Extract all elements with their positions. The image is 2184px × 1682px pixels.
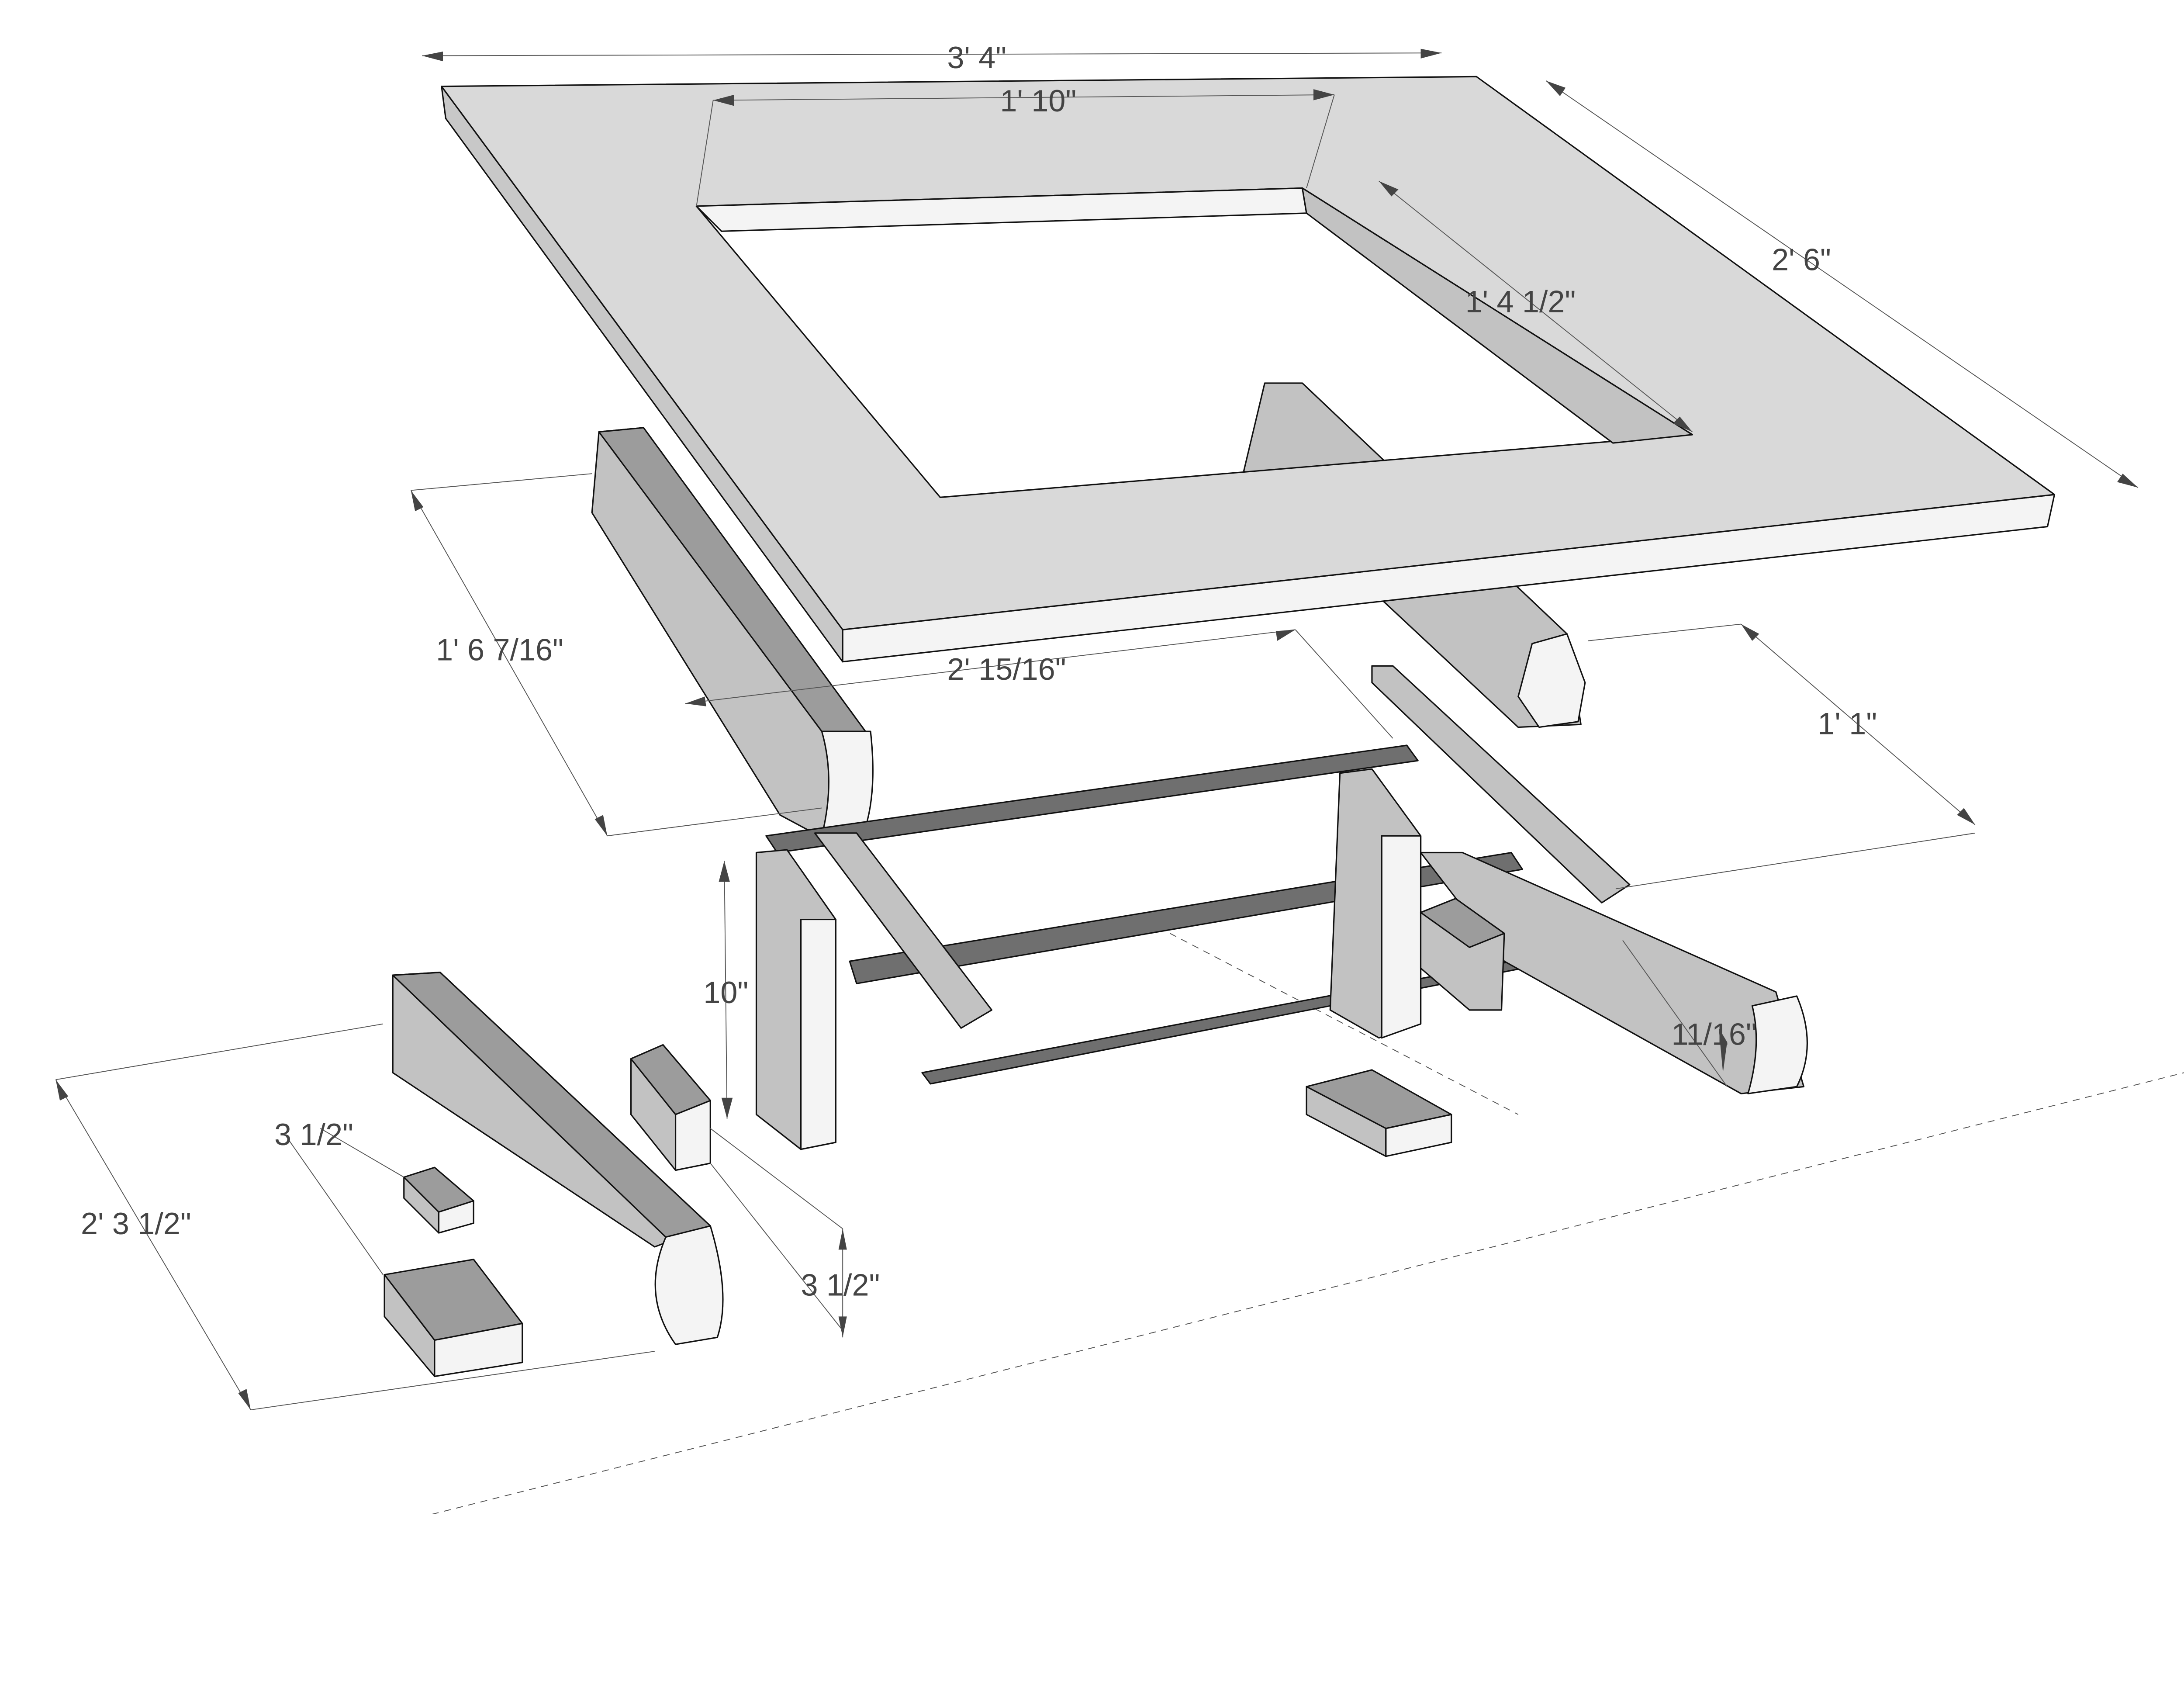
dim-rail-spacing: 1' 1"	[1818, 706, 1877, 741]
foot-block-left	[384, 1259, 523, 1377]
dim-top-depth: 2' 6"	[1772, 242, 1831, 277]
block-upright	[630, 1044, 711, 1171]
sketchup-exploded-diagram: 3' 4" 1' 10" 2' 6" 1' 4 1/2" 1' 6 7/16" …	[55, 40, 2184, 1515]
dim-base-length: 2' 3 1/2"	[81, 1206, 191, 1241]
right-cleat	[1371, 665, 1631, 903]
diagram-canvas: 3' 4" 1' 10" 2' 6" 1' 4 1/2" 1' 6 7/16" …	[55, 40, 2184, 1515]
dim-block-size: 3 1/2"	[274, 1117, 353, 1152]
block-small	[403, 1166, 474, 1234]
dim-slat-length: 2' 15/16"	[947, 652, 1066, 686]
slat-1	[765, 744, 1419, 854]
rear-post	[1329, 768, 1422, 1039]
dim-post-height: 10"	[703, 975, 748, 1010]
dim-opening-depth: 1' 4 1/2"	[1465, 284, 1576, 318]
center-guide-line	[1170, 933, 1519, 1115]
top-frame	[441, 76, 2056, 663]
ground-guide-line	[432, 1072, 2184, 1515]
dim-top-width: 3' 4"	[947, 40, 1006, 75]
dim-foot-size: 3 1/2"	[801, 1268, 880, 1302]
rear-base-rail	[1420, 851, 1808, 1094]
dim-opening-width: 1' 10"	[1000, 83, 1077, 118]
foot-block-right	[1306, 1069, 1452, 1157]
front-post	[755, 849, 836, 1150]
diagonal-cleat	[814, 832, 993, 1029]
dimension-lines	[55, 48, 2139, 1410]
front-base-rail	[392, 972, 724, 1345]
rear-post-block	[1420, 898, 1505, 1011]
dim-side-rail-length: 1' 6 7/16"	[436, 632, 563, 667]
dim-rail-thickness: 11/16"	[1672, 1017, 1757, 1052]
left-side-rail	[591, 427, 874, 837]
